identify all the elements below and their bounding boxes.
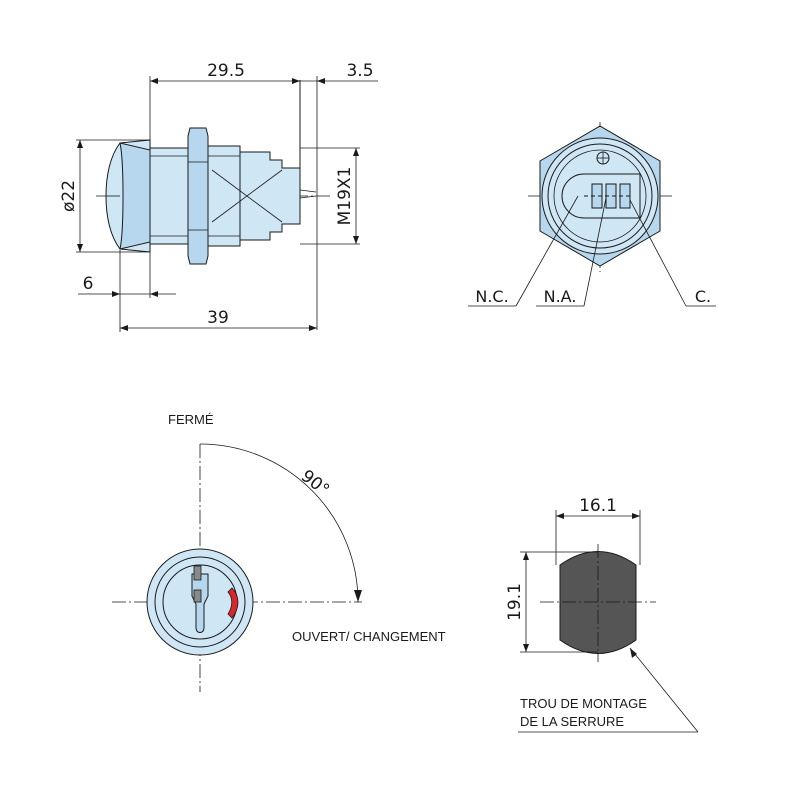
barrel — [149, 147, 189, 245]
label-closed: FERMÉ — [168, 412, 214, 427]
dim-cutout-height: 19.1 — [505, 583, 525, 621]
switch-body — [239, 151, 301, 241]
cap-bevel — [119, 142, 151, 250]
label-open: OUVERT/ CHANGEMENT — [292, 629, 446, 644]
mounting-cutout — [559, 551, 637, 654]
threaded-body — [207, 145, 241, 247]
dim-total-length: 39 — [207, 308, 229, 328]
front-view: FERMÉ 90° OUVERT/ CHANGEMENT — [112, 412, 446, 692]
keyway — [191, 573, 209, 633]
side-view: 29.5 3.5 ø22 M19X1 6 39 — [59, 61, 378, 332]
dim-cutout-width: 16.1 — [579, 496, 617, 516]
indicator-mark — [227, 587, 239, 619]
dim-head-depth: 6 — [83, 274, 94, 294]
dim-thread: M19X1 — [335, 167, 355, 226]
label-angle: 90° — [297, 466, 333, 500]
label-na: N.A. — [544, 287, 577, 306]
label-hole-line1: TROU DE MONTAGE — [520, 696, 647, 711]
rear-view: N.C. N.A. C. — [468, 122, 716, 307]
cutout-view: 16.1 19.1 TROU DE MONTAGE DE LA SERRURE — [505, 496, 699, 733]
label-hole-line2: DE LA SERRURE — [520, 714, 624, 729]
hex-nut — [187, 127, 209, 265]
dim-head-diameter: ø22 — [59, 180, 79, 212]
label-c: C. — [695, 287, 711, 306]
rotation-arc — [199, 443, 359, 603]
dim-body-length: 29.5 — [207, 61, 245, 81]
label-nc: N.C. — [475, 287, 508, 306]
dim-tip-length: 3.5 — [346, 61, 373, 81]
key-pin-upper — [193, 565, 202, 581]
key-pin-lower — [193, 589, 202, 603]
